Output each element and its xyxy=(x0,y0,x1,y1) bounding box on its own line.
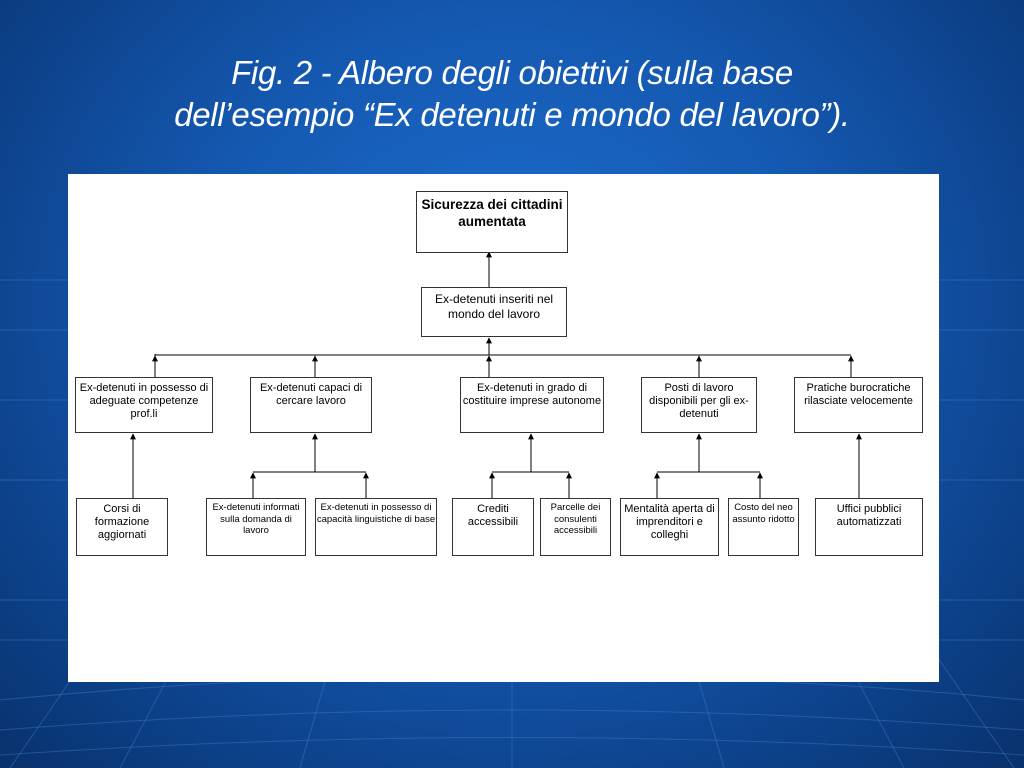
node-level1: Ex-detenuti inseriti nel mondo del lavor… xyxy=(421,287,567,337)
node-cercare-lavoro: Ex-detenuti capaci di cercare lavoro xyxy=(250,377,372,433)
node-posti-lavoro: Posti di lavoro disponibili per gli ex-d… xyxy=(641,377,757,433)
slide-title: Fig. 2 - Albero degli obiettivi (sulla b… xyxy=(40,52,984,136)
node-root: Sicurezza dei cittadini aumentata xyxy=(416,191,568,253)
diagram-panel: Sicurezza dei cittadini aumentata Ex-det… xyxy=(68,174,939,682)
node-pratiche: Pratiche burocratiche rilasciate velocem… xyxy=(794,377,923,433)
node-informati-domanda: Ex-detenuti informati sulla domanda di l… xyxy=(206,498,306,556)
node-costo-assunto: Costo del neo assunto ridotto xyxy=(728,498,799,556)
node-corsi-formazione: Corsi di formazione aggiornati xyxy=(76,498,168,556)
node-crediti: Crediti accessibili xyxy=(452,498,534,556)
node-uffici-pubblici: Uffici pubblici automatizzati xyxy=(815,498,923,556)
node-competenze: Ex-detenuti in possesso di adeguate comp… xyxy=(75,377,213,433)
title-line-2: dell’esempio “Ex detenuti e mondo del la… xyxy=(174,96,850,133)
connector-lines xyxy=(130,251,862,498)
node-parcelle: Parcelle dei consulenti accessibili xyxy=(540,498,611,556)
title-line-1: Fig. 2 - Albero degli obiettivi (sulla b… xyxy=(231,54,793,91)
node-capacita-linguistiche: Ex-detenuti in possesso di capacità ling… xyxy=(315,498,437,556)
node-imprese-autonome: Ex-detenuti in grado di costituire impre… xyxy=(460,377,604,433)
node-mentalita: Mentalità aperta di imprenditori e colle… xyxy=(620,498,719,556)
